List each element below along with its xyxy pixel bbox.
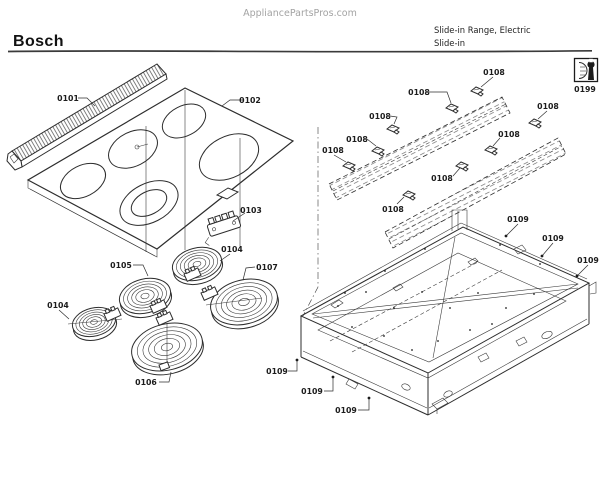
element-connector	[183, 265, 202, 282]
part-callout-0103: 0103	[232, 206, 262, 222]
part-callout-0109: 0109	[301, 375, 335, 396]
part-callout-0108: 0108	[492, 130, 520, 147]
part-number-label: 0109	[266, 367, 288, 376]
doc-title-line1: Slide-in Range, Electric	[434, 25, 531, 35]
mounting-rail-art	[328, 96, 567, 249]
element-connector	[103, 305, 122, 322]
part-callout-0106: 0106	[135, 371, 172, 387]
mounting-clip-art	[342, 161, 356, 172]
part-number-label: 0108	[346, 135, 368, 144]
part-callout-0109: 0109	[266, 358, 299, 376]
part-number-label: 0101	[57, 94, 79, 103]
part-number-label: 0108	[498, 130, 520, 139]
part-number-label: 0109	[335, 406, 357, 415]
mounting-clip-art	[371, 146, 385, 157]
part-number-label: 0109	[507, 215, 529, 224]
terminal-block-art	[204, 210, 242, 246]
screw-marks	[337, 244, 541, 351]
mounting-clip-art	[402, 190, 416, 201]
part-number-label: 0103	[240, 206, 262, 215]
part-callout-0108: 0108	[431, 167, 461, 183]
part-number-label: 0108	[431, 174, 453, 183]
part-number-label: 0108	[369, 112, 391, 121]
mounting-clip-art	[470, 86, 484, 97]
heating-elements-art	[67, 246, 279, 376]
mounting-clips-art	[342, 86, 542, 201]
heating-element-art	[131, 309, 204, 376]
part-number-label: 0105	[110, 261, 132, 270]
part-callout-0102: 0102	[221, 96, 261, 107]
burner-profile-icon	[578, 62, 588, 79]
part-number-label: 0108	[382, 205, 404, 214]
part-callout-0104: 0104	[219, 245, 243, 262]
part-number-label: 0109	[577, 256, 599, 265]
wrench-icon	[587, 58, 595, 80]
match-line	[302, 127, 319, 317]
heating-element-art	[171, 246, 224, 286]
part-number-label: 0108	[408, 88, 430, 97]
part-number-label: 0108	[537, 102, 559, 111]
element-connector	[155, 309, 174, 326]
part-callout-0109: 0109	[540, 234, 564, 258]
heating-element-art	[200, 278, 279, 330]
part-callout-0109: 0109	[335, 396, 371, 415]
part-number-label: 0199	[574, 85, 596, 94]
part-number-label: 0107	[256, 263, 278, 272]
part-number-label: 0104	[47, 301, 69, 310]
part-callout-0108: 0108	[537, 102, 559, 120]
part-callout-0101: 0101	[57, 94, 96, 107]
part-number-label: 0102	[239, 96, 261, 105]
part-number-label: 0108	[322, 146, 344, 155]
part-number-label: 0109	[542, 234, 564, 243]
header-rule	[7, 49, 593, 53]
mounting-clip-art	[386, 124, 400, 135]
part-callout-0105: 0105	[110, 261, 149, 277]
cooktop-art	[26, 87, 295, 258]
part-callout-0199: 0199	[574, 85, 596, 94]
mounting-clip-art	[528, 118, 542, 129]
element-connector	[200, 284, 219, 301]
part-number-label: 0109	[301, 387, 323, 396]
part-callout-0109: 0109	[575, 256, 599, 278]
doc-title-line2: Slide-in	[434, 38, 465, 48]
part-callout-0108: 0108	[322, 146, 347, 163]
part-callout-0107: 0107	[242, 263, 278, 281]
mounting-clip-art	[455, 161, 469, 172]
part-number-label: 0106	[135, 378, 157, 387]
part-callout-0108: 0108	[382, 196, 405, 214]
chassis-art	[299, 209, 597, 416]
part-number-label: 0108	[483, 68, 505, 77]
mounting-clip-art	[484, 145, 498, 156]
part-callout-0108: 0108	[480, 68, 505, 88]
part-callout-0109: 0109	[504, 215, 529, 238]
installation-parts-icon	[573, 57, 599, 83]
part-number-label: 0104	[221, 245, 243, 254]
brand-logo: Bosch	[13, 33, 64, 50]
mounting-clip-art	[445, 103, 459, 114]
part-callout-0108: 0108	[408, 88, 452, 104]
trim-strip-art	[6, 63, 168, 171]
element-connector	[149, 297, 168, 314]
heating-element-art	[118, 277, 173, 319]
site-watermark: AppliancePartsPros.com	[243, 8, 357, 19]
heating-element-art	[67, 305, 123, 341]
part-callout-0108: 0108	[346, 135, 377, 147]
part-callout-0104: 0104	[47, 301, 69, 320]
part-callout-0108: 0108	[369, 112, 398, 125]
